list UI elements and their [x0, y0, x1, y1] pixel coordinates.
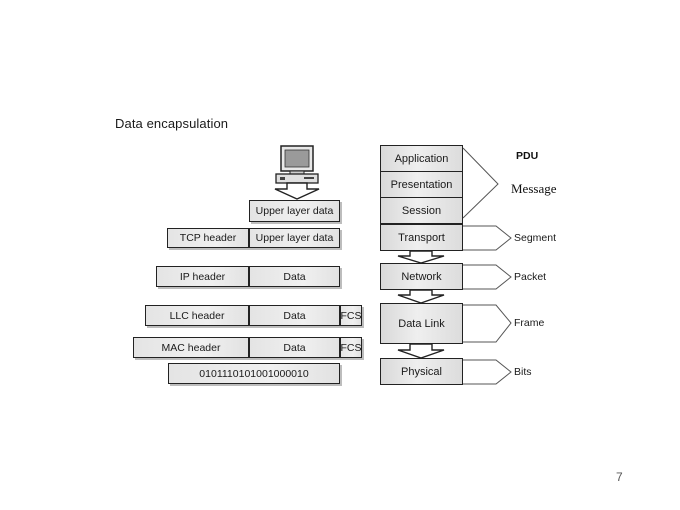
page-number: 7 — [616, 470, 623, 484]
mac-header-cell: MAC header — [133, 337, 249, 358]
pdu-segment: Segment — [514, 232, 557, 244]
down-arrow-icon — [397, 250, 445, 264]
bracket-packet — [463, 264, 512, 290]
down-arrow-icon — [397, 289, 445, 304]
llc-data-cell: Data — [249, 305, 340, 326]
layer-session: Session — [380, 197, 463, 224]
bracket-frame — [463, 304, 512, 343]
pdu-frame: Frame — [514, 317, 545, 329]
pdu-bits: Bits — [514, 366, 532, 378]
bracket-bits — [463, 359, 512, 385]
bracket-segment — [463, 225, 512, 251]
layer-presentation: Presentation — [380, 171, 463, 198]
pdu-heading: PDU — [516, 150, 539, 162]
bracket-message — [462, 147, 499, 219]
upper-layer-data-box: Upper layer data — [249, 200, 340, 222]
pdu-message: Message — [511, 181, 557, 196]
down-arrow-icon — [397, 343, 445, 359]
ip-data-cell: Data — [249, 266, 340, 287]
tcp-header-cell: TCP header — [167, 228, 249, 248]
tcp-data-cell: Upper layer data — [249, 228, 340, 248]
llc-fcs-cell: FCS — [340, 305, 362, 326]
mac-data-cell: Data — [249, 337, 340, 358]
down-arrow-icon — [274, 182, 320, 200]
diagram-title: Data encapsulation — [115, 116, 229, 131]
pdu-packet: Packet — [514, 271, 547, 283]
mac-fcs-cell: FCS — [340, 337, 362, 358]
layer-application: Application — [380, 145, 463, 172]
llc-header-cell: LLC header — [145, 305, 249, 326]
ip-header-cell: IP header — [156, 266, 249, 287]
bits-box: 0101110101001000010 — [168, 363, 340, 384]
